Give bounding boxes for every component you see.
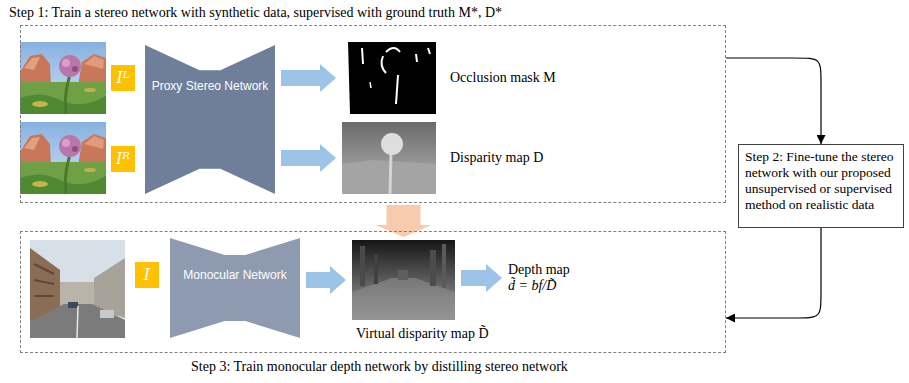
input-tag: Iᴿ [111, 146, 135, 172]
network-label: Monocular Network [176, 268, 294, 282]
input-symbol: Iᴸ [116, 69, 129, 87]
block-arrow [281, 144, 336, 172]
input-tag: I [135, 262, 159, 288]
network-block: Proxy Stereo Network [145, 45, 275, 194]
distill-arrow [376, 205, 432, 237]
block-arrow [281, 64, 336, 92]
depth-formula: Depth mapd̃ = bf/D̃ [508, 262, 572, 294]
output-map: Virtual disparity map D̃ [352, 240, 455, 320]
disparity-map-image [342, 122, 436, 194]
map-label: Virtual disparity map D̃ [356, 326, 489, 342]
process-box: Step 2: Fine-tune the stereo network wit… [738, 144, 904, 228]
map-label: Disparity map D [450, 150, 543, 166]
map-label: Occlusion mask M [450, 70, 556, 86]
formula-text: Depth map [508, 262, 570, 278]
stage-panel: Step 1: Train a stereo network with synt… [20, 25, 726, 203]
synthetic-left-image [20, 42, 106, 114]
block-arrow [461, 264, 502, 292]
virtual-disparity-image [352, 240, 455, 320]
flow-arrow [726, 58, 821, 144]
network-shape [145, 45, 275, 194]
flow-arrow [726, 228, 821, 318]
block-arrow [306, 266, 346, 294]
output-map: Occlusion mask M [342, 42, 436, 114]
input-symbol: I [144, 266, 150, 284]
output-map: Disparity map D [342, 122, 436, 194]
step-heading: Step 1: Train a stereo network with synt… [9, 5, 502, 21]
street-image [30, 240, 125, 338]
input-tag: Iᴸ [111, 65, 135, 91]
network-label: Proxy Stereo Network [151, 79, 269, 93]
network-outline [145, 45, 275, 194]
formula-text: d̃ = bf/D̃ [508, 278, 556, 294]
network-block: Monocular Network [170, 238, 300, 338]
synthetic-right-image [20, 122, 106, 194]
input-symbol: Iᴿ [116, 150, 130, 168]
stage-panel: Step 3: Train monocular depth network by… [20, 231, 726, 353]
network-shape [170, 238, 300, 338]
step-text: Step 2: Fine-tune the stereo network wit… [745, 149, 897, 213]
network-outline [170, 238, 300, 338]
step-heading: Step 3: Train monocular depth network by… [191, 359, 568, 375]
occlusion-mask-image [342, 42, 436, 114]
